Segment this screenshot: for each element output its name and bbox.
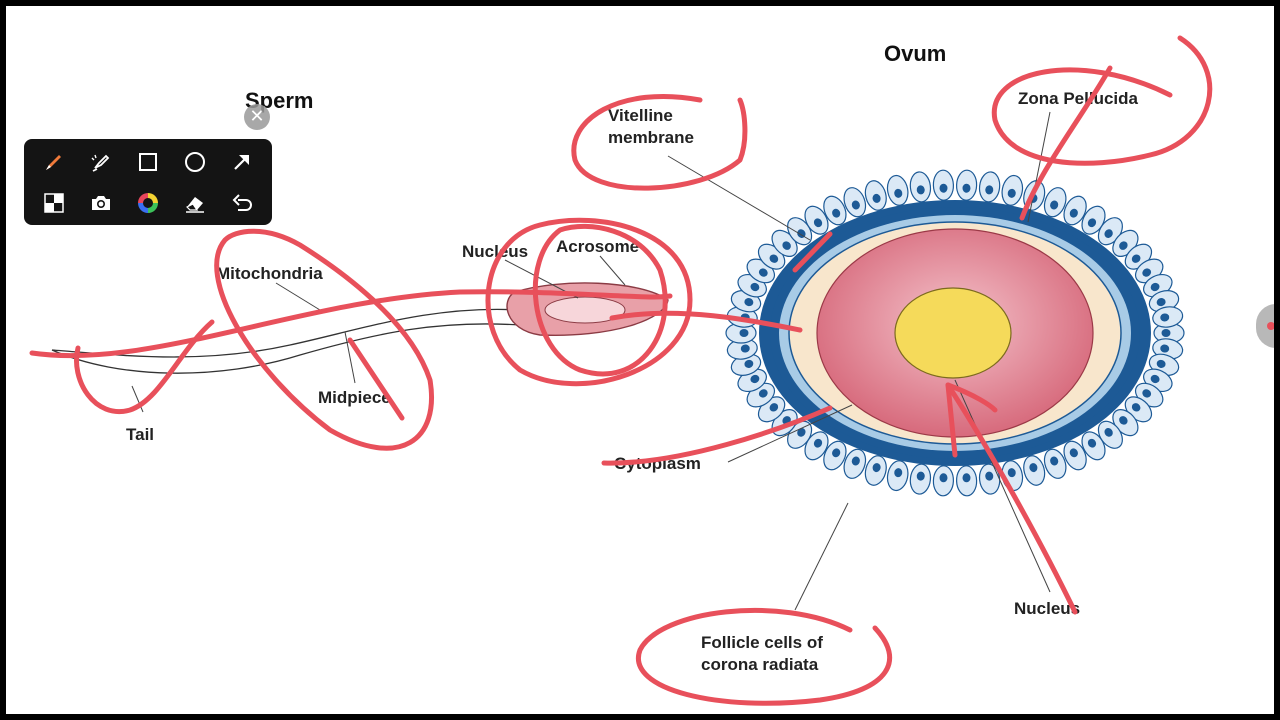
circle-icon[interactable] bbox=[178, 145, 212, 179]
follicle-cells-ring bbox=[725, 169, 1185, 497]
annotation-stroke bbox=[609, 310, 803, 333]
close-toolbar-button[interactable]: ✕ bbox=[244, 104, 270, 130]
label-zona-pellucida: Zona Pellucida bbox=[1018, 89, 1139, 108]
follicle-cell bbox=[1043, 187, 1067, 218]
follicle-cell bbox=[843, 187, 867, 218]
annotation-loop bbox=[635, 607, 893, 706]
follicle-cell bbox=[955, 465, 978, 497]
annotation-loop bbox=[214, 228, 434, 451]
annotation-loop bbox=[571, 94, 748, 191]
label-vitelline-2: membrane bbox=[608, 128, 694, 147]
follicle-cell bbox=[978, 171, 1001, 203]
label-mitochondria: Mitochondria bbox=[216, 264, 323, 283]
pen-icon[interactable] bbox=[37, 145, 71, 179]
sperm-tail-lower bbox=[51, 323, 521, 374]
drawing-toolbar bbox=[24, 139, 272, 225]
sperm-nucleus bbox=[544, 296, 626, 324]
annotation-stroke bbox=[792, 231, 833, 273]
label-vitelline-1: Vitelline bbox=[608, 106, 673, 125]
annotation-loop bbox=[485, 217, 693, 387]
follicle-cell bbox=[823, 440, 847, 471]
annotation-stroke bbox=[945, 382, 1078, 615]
follicle-cell bbox=[932, 465, 955, 497]
follicle-cell bbox=[725, 322, 757, 344]
follicle-cell bbox=[1043, 448, 1067, 479]
undo-icon[interactable] bbox=[225, 186, 259, 220]
annotation-loop bbox=[532, 223, 668, 377]
follicle-cell bbox=[864, 455, 887, 486]
follicle-cell bbox=[1023, 455, 1046, 486]
follicle-cell bbox=[823, 195, 847, 226]
follicle-cell bbox=[1081, 205, 1106, 235]
annotation-stroke bbox=[347, 337, 405, 421]
annotation-stroke bbox=[1019, 65, 1113, 221]
follicle-cell bbox=[804, 205, 829, 235]
eraser-icon[interactable] bbox=[178, 186, 212, 220]
annotation-stroke bbox=[29, 289, 673, 359]
label-cytoplasm: Cytoplasm bbox=[614, 454, 701, 473]
label-midpiece: Midpiece bbox=[318, 388, 391, 407]
label-follicle-1: Follicle cells of bbox=[701, 633, 823, 652]
follicle-cell bbox=[1081, 431, 1106, 461]
follicle-cell bbox=[909, 463, 932, 495]
label-sperm-nucleus: Nucleus bbox=[462, 242, 528, 261]
follicle-cell bbox=[978, 463, 1001, 495]
ovum bbox=[709, 167, 1201, 499]
annotation-stroke bbox=[601, 405, 833, 466]
label-ovum-nucleus: Nucleus bbox=[1014, 599, 1080, 618]
follicle-cell bbox=[1063, 440, 1087, 471]
whiteboard-canvas[interactable]: Sperm Ovum Tail Mitochondria Midpiece Nu… bbox=[6, 6, 1274, 714]
follicle-cell bbox=[932, 169, 955, 201]
gametes-diagram: Sperm Ovum Tail Mitochondria Midpiece Nu… bbox=[29, 35, 1213, 706]
follicle-cell bbox=[1152, 306, 1184, 328]
label-acrosome: Acrosome bbox=[556, 237, 639, 256]
follicle-cell bbox=[886, 460, 909, 492]
annotation-stroke bbox=[74, 319, 215, 415]
follicle-cell bbox=[1063, 195, 1087, 226]
label-follicle-2: corona radiata bbox=[701, 655, 819, 674]
arrow-icon[interactable] bbox=[225, 145, 259, 179]
ovum-nucleus bbox=[894, 287, 1012, 379]
side-panel-handle[interactable] bbox=[1256, 304, 1274, 348]
checker-icon[interactable] bbox=[37, 186, 71, 220]
camera-icon[interactable] bbox=[84, 186, 118, 220]
highlighter-icon[interactable] bbox=[84, 145, 118, 179]
follicle-cell bbox=[909, 171, 932, 203]
follicle-cell bbox=[726, 338, 758, 360]
follicle-cell bbox=[1001, 174, 1024, 206]
rectangle-icon[interactable] bbox=[131, 145, 165, 179]
follicle-cell bbox=[864, 180, 887, 211]
pen-annotations bbox=[29, 35, 1213, 706]
color-wheel-icon[interactable] bbox=[131, 186, 165, 220]
follicle-cell bbox=[886, 174, 909, 206]
label-tail: Tail bbox=[126, 425, 154, 444]
ovum-title: Ovum bbox=[884, 41, 946, 66]
follicle-cell bbox=[843, 448, 867, 479]
follicle-cell bbox=[955, 169, 978, 201]
